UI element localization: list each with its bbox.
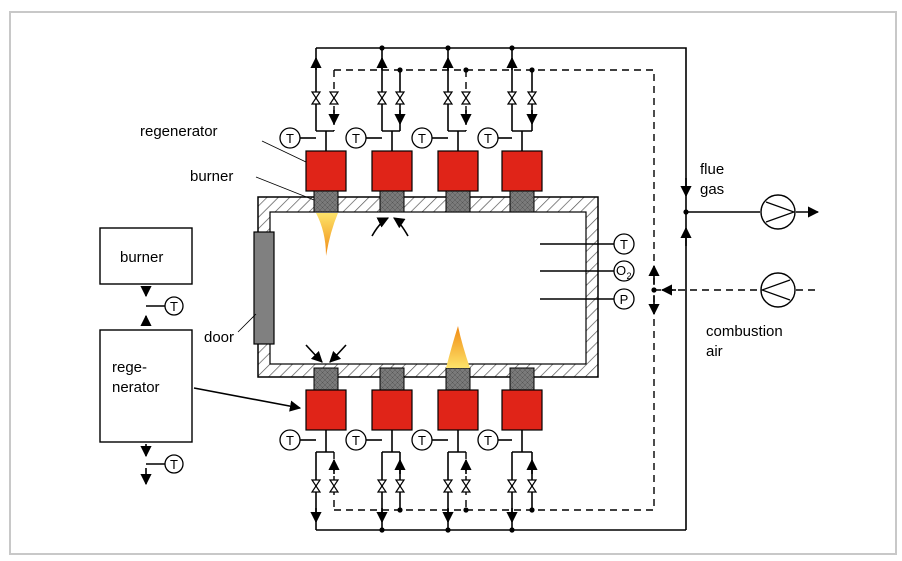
exhaust-arrow-bottom-left [305, 344, 323, 363]
right-side-flows [648, 178, 820, 316]
combustion-air-fan-icon [760, 272, 796, 308]
burner-block-bottom-1 [313, 367, 339, 391]
svg-text:T: T [620, 237, 628, 252]
furnace-sensors: T O 2 P [540, 233, 635, 310]
flue-gas-label-2: gas [700, 181, 724, 198]
burner-label: burner [190, 168, 233, 185]
svg-text:T: T [286, 131, 294, 146]
furnace-temperature-sensor [613, 233, 635, 255]
svg-text:P: P [620, 292, 629, 307]
regenerator-bottom-4 [501, 389, 543, 431]
burner-leader [255, 176, 315, 201]
side-regenerator-label-2: nerator [112, 379, 160, 396]
regenerator-top-3 [437, 150, 479, 192]
burner-block-top-1 [313, 190, 339, 213]
exhaust-arrow-top-left [371, 217, 390, 237]
valve-icon [394, 91, 406, 105]
burner-block-top-2 [379, 190, 405, 213]
regenerator-label: regenerator [140, 123, 218, 140]
valve-icon [460, 91, 472, 105]
exhaust-arrow-top-right [393, 217, 409, 237]
flame-top [316, 213, 338, 256]
valve-icon [376, 91, 388, 105]
svg-text:T: T [352, 131, 360, 146]
bottom-burner-row [305, 326, 543, 431]
furnace-chamber [253, 196, 599, 378]
door [253, 231, 275, 345]
side-burner-box [99, 227, 193, 285]
burner-block-top-3 [445, 190, 471, 213]
door-label: door [204, 329, 234, 346]
furnace-interior [269, 211, 587, 365]
valve-icon [506, 91, 518, 105]
valve-icon [376, 479, 388, 493]
svg-text:T: T [286, 433, 294, 448]
valve-icon [394, 479, 406, 493]
regenerator-bottom-3 [437, 389, 479, 431]
side-burner-label: burner [120, 249, 163, 266]
valve-icon [460, 479, 472, 493]
svg-text:T: T [170, 457, 178, 472]
flame-bottom [446, 326, 470, 368]
top-burner-row [305, 150, 543, 256]
burner-block-bottom-3 [445, 367, 471, 391]
burner-block-bottom-2 [379, 367, 405, 391]
valve-icon [442, 479, 454, 493]
svg-text:T: T [170, 299, 178, 314]
top-valves [310, 91, 538, 105]
burner-block-top-4 [509, 190, 535, 213]
valve-icon [328, 91, 340, 105]
regenerator-leader [261, 140, 307, 163]
regenerator-bottom-2 [371, 389, 413, 431]
side-schematic: T T [99, 227, 302, 486]
svg-text:2: 2 [626, 271, 631, 281]
valve-icon [310, 91, 322, 105]
frame-border [9, 11, 897, 555]
valve-icon [526, 91, 538, 105]
side-regenerator-box [99, 329, 193, 443]
valve-icon [328, 479, 340, 493]
furnace-pressure-sensor [613, 288, 635, 310]
combustion-air-label-1: combustion [706, 323, 783, 340]
regenerator-temperature-sensors: T T T T T T T T [279, 127, 512, 451]
exhaust-arrow-bottom-right [329, 344, 347, 363]
side-regenerator-label-1: rege- [112, 359, 147, 376]
valve-icon [442, 91, 454, 105]
regenerator-top-2 [371, 150, 413, 192]
svg-text:T: T [484, 131, 492, 146]
svg-text:T: T [418, 433, 426, 448]
regenerator-bottom-1 [305, 389, 347, 431]
svg-text:T: T [484, 433, 492, 448]
combustion-air-label-2: air [706, 343, 723, 360]
bottom-valves [310, 479, 538, 493]
regenerator-top-4 [501, 150, 543, 192]
valve-icon [526, 479, 538, 493]
burner-block-bottom-4 [509, 367, 535, 391]
valve-icon [506, 479, 518, 493]
svg-text:O: O [616, 263, 626, 278]
regenerator-top-1 [305, 150, 347, 192]
door-leader [237, 313, 257, 333]
svg-text:T: T [418, 131, 426, 146]
flue-gas-label-1: flue [700, 161, 724, 178]
furnace-oxygen-sensor [613, 260, 635, 282]
svg-text:T: T [352, 433, 360, 448]
flue-gas-fan-icon [760, 194, 796, 230]
valve-icon [310, 479, 322, 493]
